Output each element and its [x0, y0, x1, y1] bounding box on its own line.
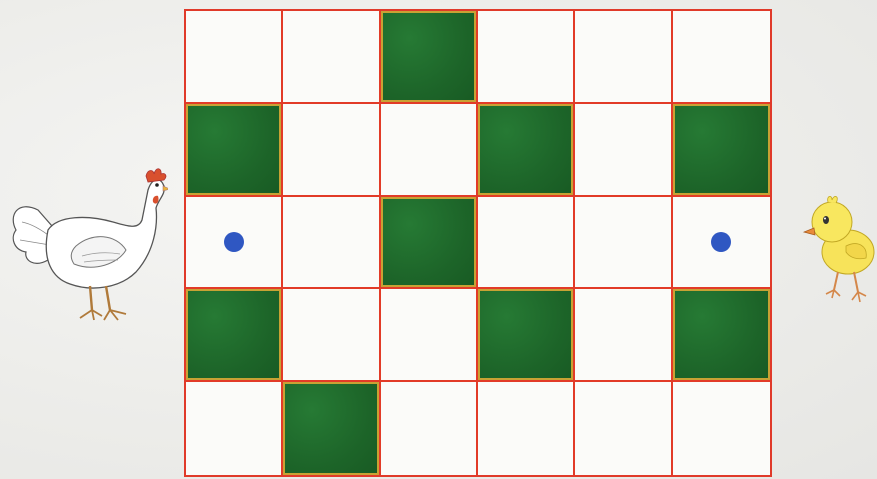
board-cell-r4-c5[interactable] [575, 289, 672, 382]
board-cell-r4-c4[interactable] [478, 289, 575, 382]
board-cell-r1-c4[interactable] [478, 11, 575, 104]
board-cell-r3-c6[interactable] [673, 197, 770, 290]
board-cell-r5-c6[interactable] [673, 382, 770, 475]
board-cell-r4-c2[interactable] [283, 289, 380, 382]
board-cell-r1-c5[interactable] [575, 11, 672, 104]
board-cell-r2-c6[interactable] [673, 104, 770, 197]
blue-dot-marker [711, 232, 731, 252]
board-cell-r2-c5[interactable] [575, 104, 672, 197]
board-cell-r2-c4[interactable] [478, 104, 575, 197]
board-cell-r3-c2[interactable] [283, 197, 380, 290]
board-cell-r1-c3[interactable] [381, 11, 478, 104]
board-cell-r4-c3[interactable] [381, 289, 478, 382]
board-cell-r3-c4[interactable] [478, 197, 575, 290]
chick-illustration [802, 190, 877, 305]
board-cell-r5-c5[interactable] [575, 382, 672, 475]
board-cell-r5-c1[interactable] [186, 382, 283, 475]
hen-illustration [8, 160, 168, 330]
board-cell-r4-c6[interactable] [673, 289, 770, 382]
board-cell-r2-c1[interactable] [186, 104, 283, 197]
blue-dot-marker [224, 232, 244, 252]
board-cell-r2-c3[interactable] [381, 104, 478, 197]
board-cell-r5-c4[interactable] [478, 382, 575, 475]
board-cell-r3-c3[interactable] [381, 197, 478, 290]
board-cell-r2-c2[interactable] [283, 104, 380, 197]
board-cell-r1-c6[interactable] [673, 11, 770, 104]
board-cell-r5-c3[interactable] [381, 382, 478, 475]
board-cell-r4-c1[interactable] [186, 289, 283, 382]
board-cell-r3-c5[interactable] [575, 197, 672, 290]
board-cell-r3-c1[interactable] [186, 197, 283, 290]
game-board [184, 9, 772, 477]
board-cell-r5-c2[interactable] [283, 382, 380, 475]
board-cell-r1-c2[interactable] [283, 11, 380, 104]
board-cell-r1-c1[interactable] [186, 11, 283, 104]
